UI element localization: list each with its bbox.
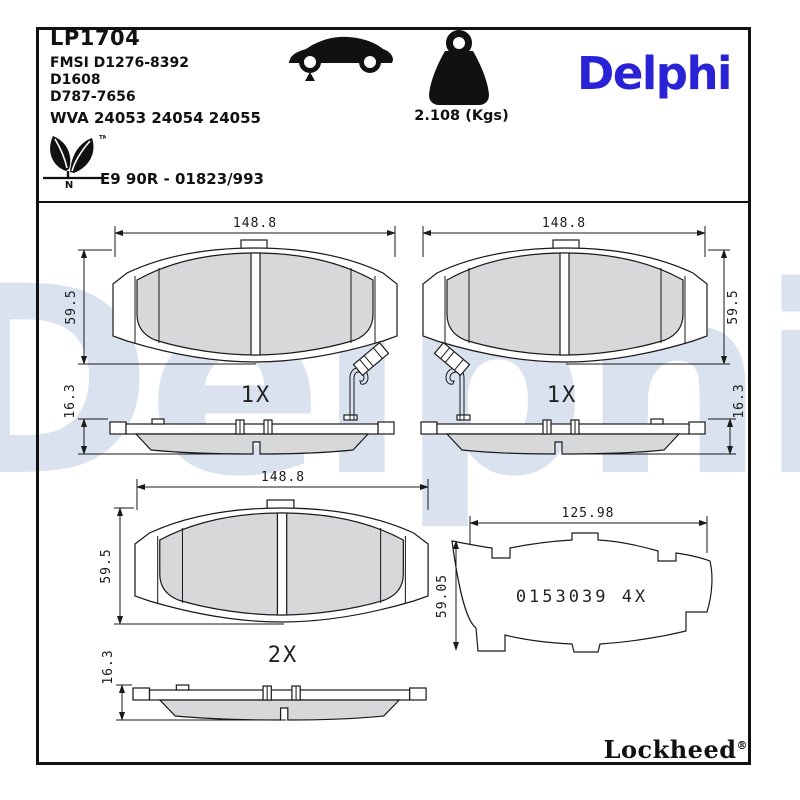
- dim-width: 125.98: [562, 506, 615, 521]
- header-separator: [39, 201, 751, 203]
- fmsi-line-2: D1608: [50, 72, 101, 88]
- wva-reference: WVA 24053 24054 24055: [50, 109, 261, 127]
- pad-side-view: [132, 684, 427, 721]
- lockheed-logo: Lockheed®: [570, 735, 748, 764]
- dim-width: 148.8: [261, 470, 305, 485]
- eco-tm-mark: TM: [99, 135, 106, 141]
- dim-thickness: 16.3: [63, 383, 78, 418]
- front-axle-marker: [305, 72, 315, 81]
- quantity-label: 1X: [547, 383, 578, 408]
- pad-side-view: [420, 418, 706, 455]
- car-icon: [289, 36, 393, 81]
- eco-leaf-icon: N TM: [43, 135, 106, 189]
- drawing-pad-left: 148.8 59.5 16.3 1X: [63, 216, 398, 455]
- quantity-label: 1X: [241, 383, 272, 408]
- technical-drawings: Delphi 148.8 59.5 16.3 1X 148.8 59.5 16.…: [0, 216, 800, 721]
- shim-stamp: 0153039 4X: [516, 587, 648, 607]
- fmsi-line-3: D787-7656: [50, 89, 136, 105]
- registered-mark: ®: [736, 739, 748, 752]
- fmsi-line-1: FMSI D1276-8392: [50, 55, 190, 71]
- weight-value: 2.108 (Kgs): [414, 108, 509, 124]
- dim-height: 59.5: [99, 548, 114, 583]
- dim-thickness: 16.3: [732, 383, 747, 418]
- drawing-shim: 125.98 59.05 0153039 4X: [435, 506, 713, 653]
- quantity-label: 2X: [268, 643, 299, 668]
- homologation-number: E9 90R - 01823/993: [100, 170, 264, 188]
- drawing-pad-bottom: 148.8 59.5 16.3 2X: [99, 470, 429, 721]
- fmsi-references: FMSI D1276-8392 D1608 D787-7656: [50, 55, 189, 106]
- dim-width: 148.8: [233, 216, 277, 231]
- shim-outline: [451, 532, 713, 653]
- drawing-pad-right: 148.8 59.5 16.3 1X: [420, 216, 747, 455]
- dim-thickness: 16.3: [101, 649, 116, 684]
- eco-n-mark: N: [65, 180, 73, 189]
- delphi-logo: Delphi: [577, 47, 732, 100]
- dim-width: 148.8: [542, 216, 586, 231]
- dim-height: 59.5: [726, 289, 741, 324]
- rear-wheel: [359, 51, 381, 73]
- dim-height: 59.5: [64, 289, 79, 324]
- leaf-right: [70, 138, 94, 173]
- part-number: LP1704: [50, 26, 141, 50]
- lockheed-text: Lockheed: [603, 735, 737, 764]
- dim-height: 59.05: [435, 574, 450, 618]
- front-wheel: [299, 51, 321, 73]
- weight-icon: [429, 30, 489, 105]
- pad-side-view: [109, 418, 395, 455]
